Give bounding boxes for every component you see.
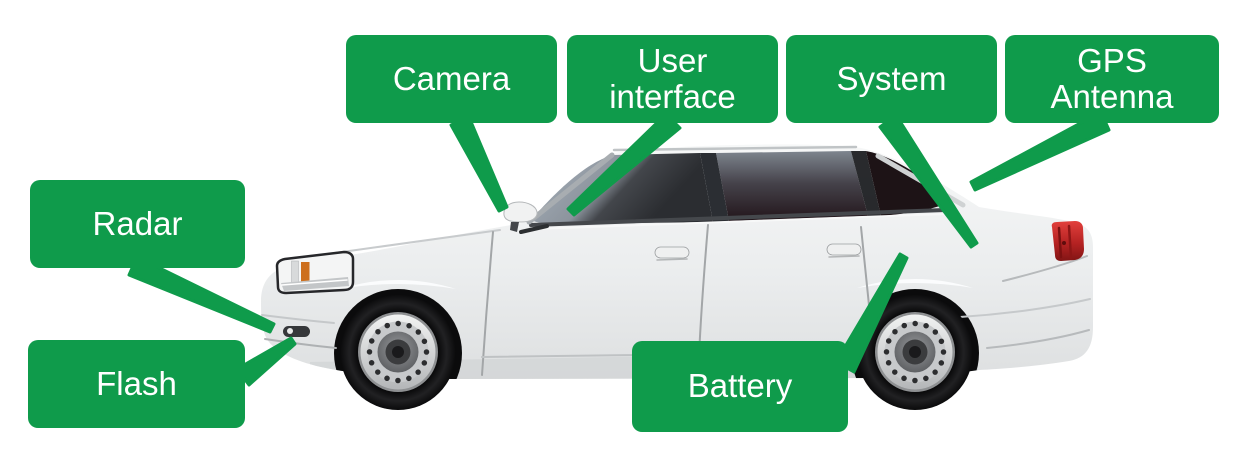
headlight [275, 250, 355, 295]
gps-antenna-leader-line [969, 110, 1111, 192]
flash-leader-line [235, 336, 297, 387]
battery-leader-line [834, 252, 909, 374]
label-system: System [786, 35, 997, 123]
label-radar: Radar [30, 180, 245, 268]
label-battery: Battery [632, 341, 848, 432]
fog-light [283, 326, 310, 337]
label-gps-antenna: GPS Antenna [1005, 35, 1219, 123]
radar-leader-line [127, 255, 276, 334]
rear-door-handle [826, 243, 862, 258]
front-wheel [340, 294, 456, 410]
label-camera: Camera [346, 35, 557, 123]
label-user-interface: User interface [567, 35, 778, 123]
taillight [1051, 221, 1084, 261]
wiper [519, 224, 549, 234]
label-flash: Flash [28, 340, 245, 428]
rear-window [716, 151, 868, 221]
fender-door-seam [481, 231, 494, 376]
turn-indicator [301, 262, 310, 288]
side-mirror [503, 201, 538, 232]
front-door-handle [654, 246, 690, 261]
a-pillar-trim [526, 152, 615, 225]
camera-leader-line [449, 115, 509, 213]
quarter-window [866, 151, 950, 216]
user-interface-leader-line [566, 112, 682, 217]
b-pillar [700, 153, 729, 222]
leader-lines [127, 110, 1111, 387]
